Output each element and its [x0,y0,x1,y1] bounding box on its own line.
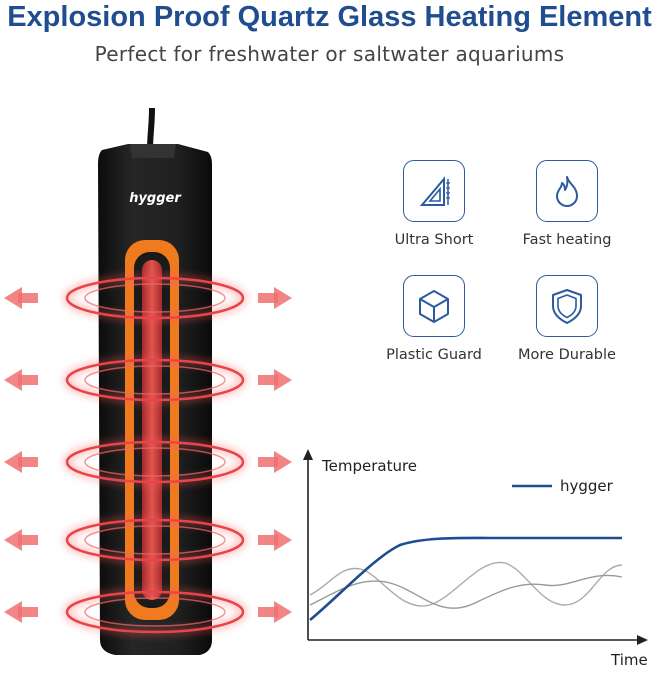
page-title: Explosion Proof Quartz Glass Heating Ele… [7,1,652,33]
y-axis-label: Temperature [321,457,417,475]
feature-fast-heating: Fast heating [497,160,637,248]
feature-label: Fast heating [522,232,612,248]
x-axis-label: Time [610,651,648,669]
power-cable [147,107,155,151]
quartz-tube [142,260,162,600]
feature-more-durable: More Durable [497,275,637,363]
heater-product-image: hygger [4,107,292,655]
shield-icon [536,275,598,337]
cube-icon [403,275,465,337]
heater-cap [130,144,176,158]
brand-logo: hygger [129,191,182,206]
temperature-chart: Temperature Time hygger [303,449,648,669]
page-subtitle: Perfect for freshwater or saltwater aqua… [94,42,565,66]
hygger-line [309,536,622,621]
competitor-line-2 [309,574,623,609]
heat-waves [4,274,292,636]
feature-plastic-guard: Plastic Guard [364,275,504,363]
competitor-line-1 [309,561,623,607]
y-axis-arrow [303,449,313,460]
x-axis-arrow [637,635,648,645]
feature-label: Plastic Guard [386,347,482,363]
ruler-triangle-icon [403,160,465,222]
flame-icon [536,160,598,222]
feature-label: More Durable [518,347,616,363]
feature-label: Ultra Short [394,232,474,248]
legend-label: hygger [560,477,614,495]
feature-ultra-short: Ultra Short [364,160,504,248]
